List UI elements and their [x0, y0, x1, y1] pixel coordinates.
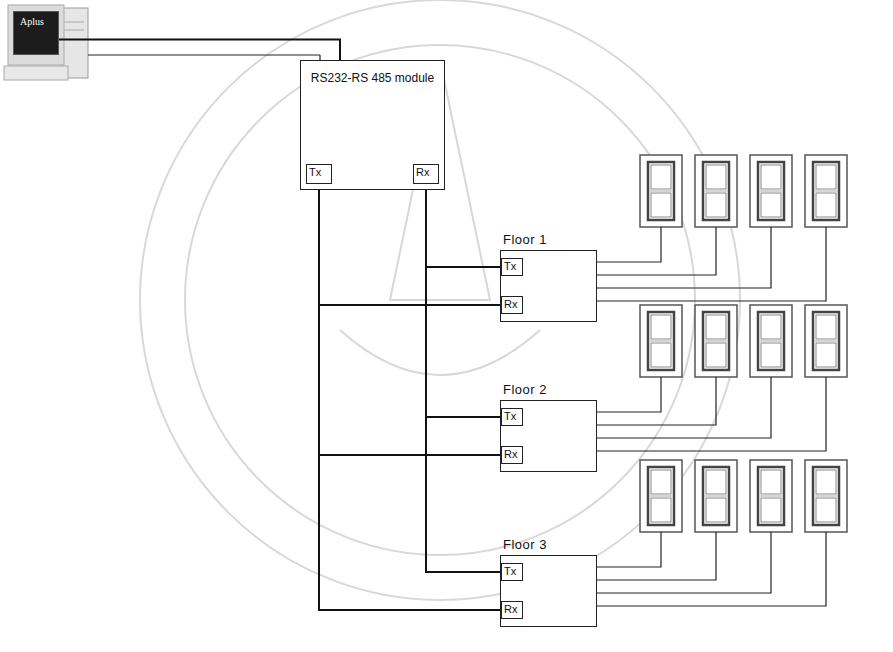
floor-controller: Floor 1TxRx — [500, 250, 597, 322]
floor-heading: Floor 3 — [503, 537, 547, 552]
display-wire — [597, 532, 716, 580]
bus-wire — [319, 184, 501, 305]
display-wire — [597, 227, 771, 288]
bus-wire — [426, 184, 501, 417]
digit-display — [750, 305, 792, 377]
port-box: Tx — [501, 563, 523, 581]
watermark-seal — [140, 0, 740, 600]
digit-display — [805, 305, 847, 377]
floor-controller: Floor 2TxRx — [500, 400, 597, 472]
digit-display — [640, 460, 682, 532]
computer-screen: Aplus — [13, 11, 59, 55]
node-label: Aplus — [14, 12, 58, 27]
computer-illustration — [4, 5, 320, 80]
floor-controller: Floor 3TxRx — [500, 555, 597, 627]
digit-display — [695, 305, 737, 377]
bus-wire — [426, 184, 501, 267]
digit-display — [805, 155, 847, 227]
port-box: Tx — [501, 408, 523, 426]
display-wire — [597, 532, 826, 606]
port-label: Tx — [307, 165, 331, 179]
port-label: Rx — [502, 602, 522, 616]
digit-display — [805, 460, 847, 532]
port-label: Rx — [502, 447, 522, 461]
converter-module: RS232-RS 485 moduleTx Rx — [300, 60, 445, 190]
floor-heading: Floor 1 — [503, 232, 547, 247]
port-box: Rx — [501, 601, 523, 619]
port-box: Rx — [501, 446, 523, 464]
display-wire — [597, 532, 771, 593]
floor-heading: Floor 2 — [503, 382, 547, 397]
port-box: Rx — [501, 296, 523, 314]
bus-wire — [59, 40, 340, 60]
port-label: Rx — [502, 297, 522, 311]
display-wire — [597, 227, 716, 275]
display-wire — [597, 377, 716, 425]
display-wire — [597, 227, 826, 301]
port-label: Tx — [502, 564, 522, 578]
display-wire — [597, 377, 661, 412]
bus-wire — [319, 184, 501, 610]
display-wire — [597, 532, 661, 567]
display-wire — [597, 227, 661, 262]
port-box: Tx — [501, 258, 523, 276]
seven-segment-displays — [597, 155, 847, 606]
display-wire — [597, 377, 826, 451]
digit-display — [640, 155, 682, 227]
digit-display — [750, 155, 792, 227]
digit-display — [640, 305, 682, 377]
port-box: Rx — [413, 164, 439, 184]
node-label: RS232-RS 485 module — [301, 61, 444, 88]
port-label: Rx — [414, 165, 438, 179]
digit-display — [750, 460, 792, 532]
digit-display — [695, 155, 737, 227]
bus-wire — [319, 184, 501, 455]
digit-display — [695, 460, 737, 532]
bus-wire — [426, 184, 501, 572]
display-wire — [597, 377, 771, 438]
port-box: Tx — [306, 164, 332, 184]
port-label: Tx — [502, 259, 522, 273]
port-label: Tx — [502, 409, 522, 423]
